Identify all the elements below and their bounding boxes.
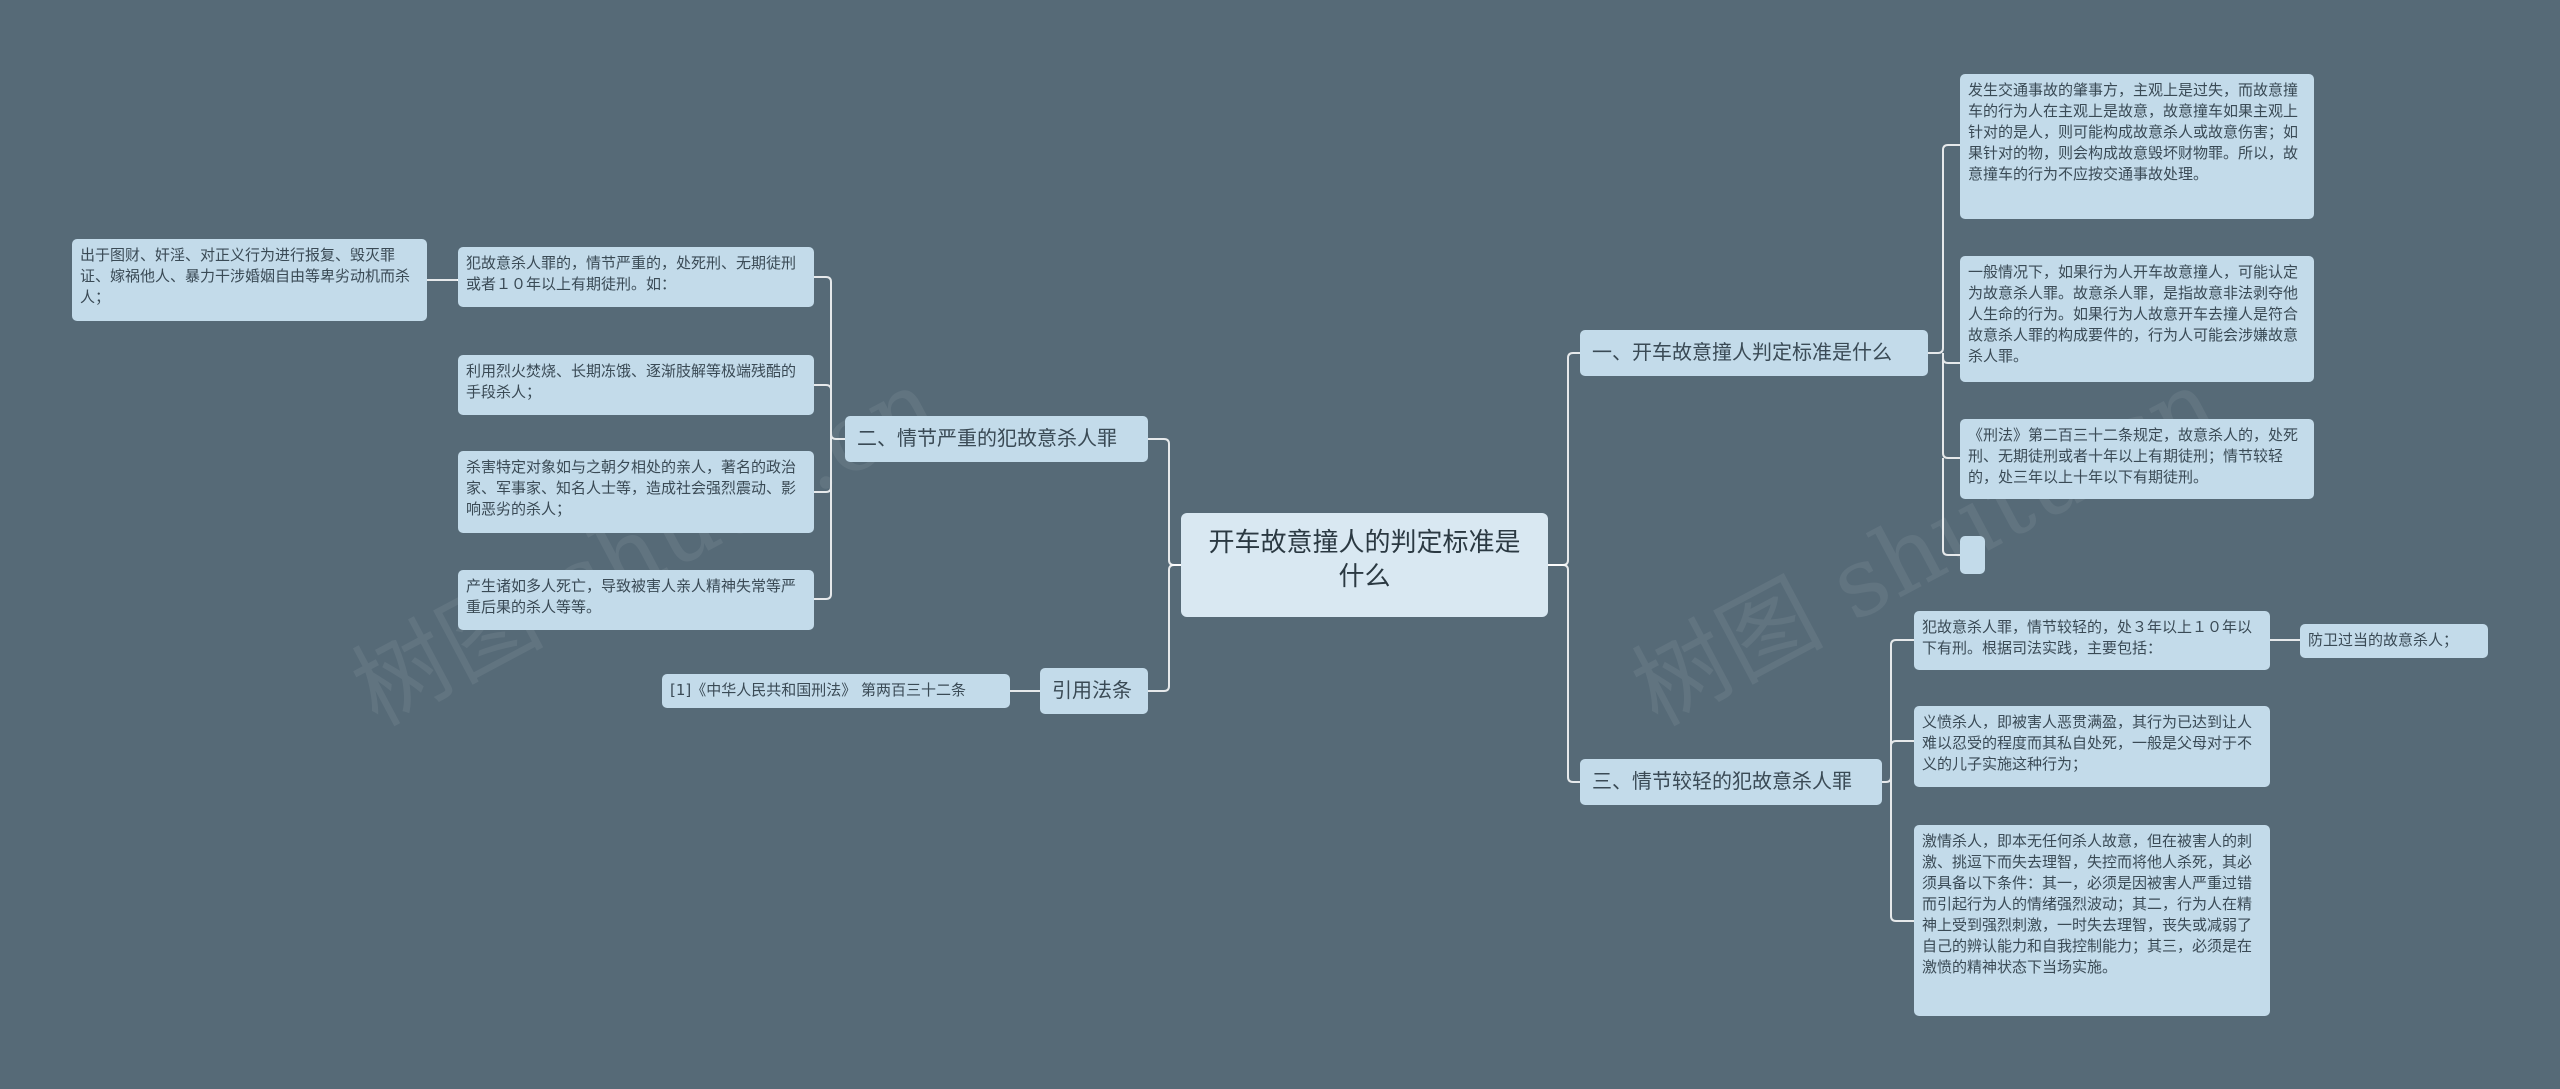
leaf-text: [1]《中华人民共和国刑法》 第两百三十二条 — [670, 681, 967, 699]
edge-root-b2 — [1148, 438, 1181, 566]
leaf-text: 一般情况下，如果行为人开车故意撞人，可能认定为故意杀人罪。故意杀人罪，是指故意非… — [1968, 263, 2299, 365]
branch-minor-circumstances[interactable]: 三、情节较轻的犯故意杀人罪 — [1580, 759, 1882, 805]
leaf-cited-law[interactable]: [1]《中华人民共和国刑法》 第两百三十二条 — [662, 674, 1010, 708]
branch-label: 一、开车故意撞人判定标准是什么 — [1592, 340, 1892, 364]
branch-label: 三、情节较轻的犯故意杀人罪 — [1592, 769, 1852, 793]
edge-root-b4 — [1148, 564, 1181, 692]
edge-b2-leaves — [814, 276, 845, 600]
root-node[interactable]: 开车故意撞人的判定标准是什么 — [1181, 513, 1548, 617]
leaf-text: 发生交通事故的肇事方，主观上是过失，而故意撞车的行为人在主观上是故意，故意撞车如… — [1968, 81, 2299, 183]
leaf-text: 杀害特定对象如与之朝夕相处的亲人，著名的政治家、军事家、知名人士等，造成社会强烈… — [466, 458, 797, 518]
leaf-text: 防卫过当的故意杀人； — [2308, 631, 2459, 649]
leaf-text: 产生诸如多人死亡，导致被害人亲人精神失常等严重后果的杀人等等。 — [466, 577, 797, 616]
leaf-judgment-1[interactable]: 发生交通事故的肇事方，主观上是过失，而故意撞车的行为人在主观上是故意，故意撞车如… — [1960, 74, 2314, 219]
leaf-serious-1[interactable]: 犯故意杀人罪的，情节严重的，处死刑、无期徒刑或者１０年以上有期徒刑。如： — [458, 247, 814, 307]
leaf-text: 义愤杀人，即被害人恶贯满盈，其行为已达到让人难以忍受的程度而其私自处死，一般是父… — [1922, 713, 2253, 773]
leaf-minor-3[interactable]: 激情杀人，即本无任何杀人故意，但在被害人的刺激、挑逗下而失去理智，失控而将他人杀… — [1914, 825, 2270, 1016]
root-title: 开车故意撞人的判定标准是什么 — [1208, 528, 1521, 592]
leaf-text: 犯故意杀人罪的，情节严重的，处死刑、无期徒刑或者１０年以上有期徒刑。如： — [466, 254, 797, 293]
leaf-text: 犯故意杀人罪，情节较轻的，处３年以上１０年以下有刑。根据司法实践，主要包括： — [1922, 618, 2253, 657]
leaf-text: 出于图财、奸淫、对正义行为进行报复、毁灭罪证、嫁祸他人、暴力干涉婚姻自由等卑劣动… — [80, 246, 411, 306]
leaf-serious-sub[interactable]: 出于图财、奸淫、对正义行为进行报复、毁灭罪证、嫁祸他人、暴力干涉婚姻自由等卑劣动… — [72, 239, 427, 321]
leaf-judgment-empty[interactable] — [1960, 536, 1985, 574]
edge-b3-leaves — [1882, 639, 1914, 922]
leaf-minor-2[interactable]: 义愤杀人，即被害人恶贯满盈，其行为已达到让人难以忍受的程度而其私自处死，一般是父… — [1914, 706, 2270, 787]
edge-root-b1 — [1548, 352, 1580, 566]
leaf-text: 《刑法》第二百三十二条规定，故意杀人的，处死刑、无期徒刑或者十年以上有期徒刑；情… — [1968, 426, 2299, 486]
leaf-text: 激情杀人，即本无任何杀人故意，但在被害人的刺激、挑逗下而失去理智，失控而将他人杀… — [1922, 832, 2253, 976]
leaf-judgment-3[interactable]: 《刑法》第二百三十二条规定，故意杀人的，处死刑、无期徒刑或者十年以上有期徒刑；情… — [1960, 419, 2314, 499]
leaf-text: 利用烈火焚烧、长期冻饿、逐渐肢解等极端残酷的手段杀人； — [466, 362, 797, 401]
branch-serious-circumstances[interactable]: 二、情节严重的犯故意杀人罪 — [845, 416, 1148, 462]
leaf-serious-3[interactable]: 杀害特定对象如与之朝夕相处的亲人，著名的政治家、军事家、知名人士等，造成社会强烈… — [458, 451, 814, 533]
leaf-minor-sub[interactable]: 防卫过当的故意杀人； — [2300, 624, 2488, 658]
leaf-serious-4[interactable]: 产生诸如多人死亡，导致被害人亲人精神失常等严重后果的杀人等等。 — [458, 570, 814, 630]
leaf-minor-1[interactable]: 犯故意杀人罪，情节较轻的，处３年以上１０年以下有刑。根据司法实践，主要包括： — [1914, 611, 2270, 670]
branch-judgment-standard[interactable]: 一、开车故意撞人判定标准是什么 — [1580, 330, 1928, 376]
branch-label: 引用法条 — [1052, 678, 1132, 702]
edge-b1-leaves — [1928, 144, 1960, 556]
branch-cited-law[interactable]: 引用法条 — [1040, 668, 1148, 714]
branch-label: 二、情节严重的犯故意杀人罪 — [857, 426, 1117, 450]
leaf-serious-2[interactable]: 利用烈火焚烧、长期冻饿、逐渐肢解等极端残酷的手段杀人； — [458, 355, 814, 415]
leaf-judgment-2[interactable]: 一般情况下，如果行为人开车故意撞人，可能认定为故意杀人罪。故意杀人罪，是指故意非… — [1960, 256, 2314, 382]
edge-root-b3 — [1548, 564, 1580, 783]
